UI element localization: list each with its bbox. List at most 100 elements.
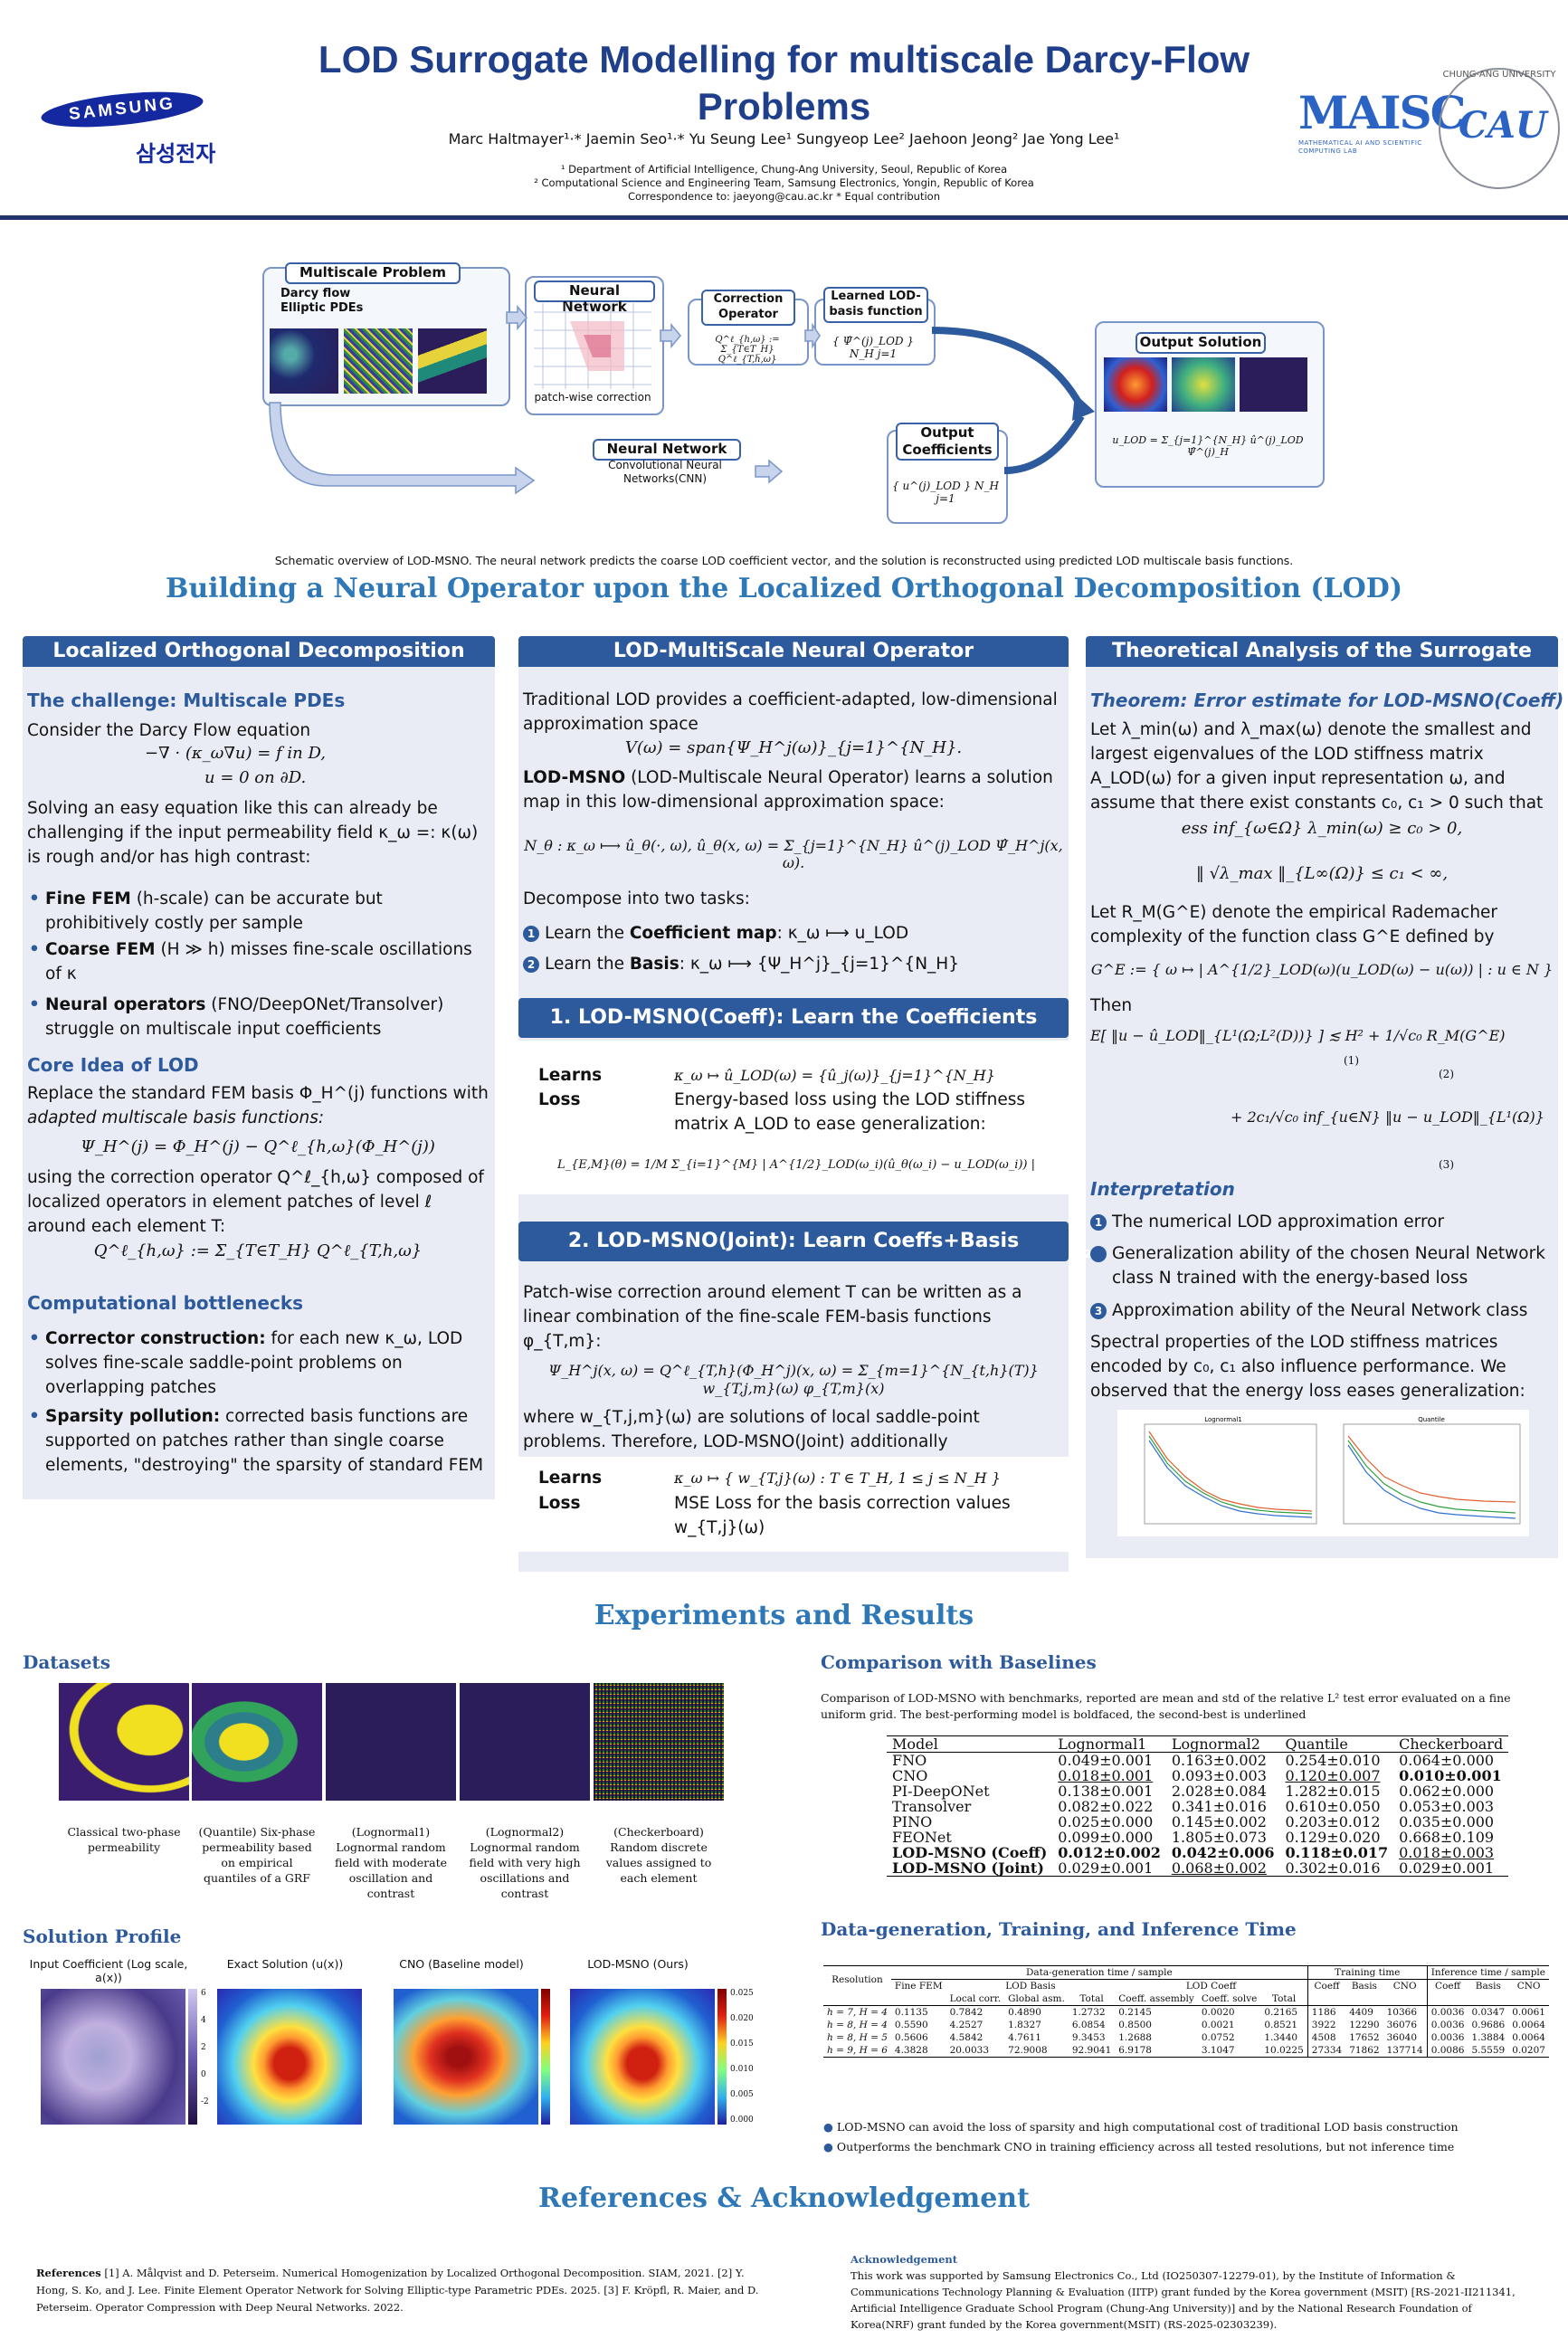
cmp-cell: 0.068±0.002 bbox=[1171, 1859, 1267, 1877]
profile-label-exact: Exact Solution (u(x)) bbox=[226, 1957, 344, 1971]
cmp-cell: 0.064±0.000 bbox=[1399, 1752, 1495, 1769]
cmp-cell: 2.028±0.084 bbox=[1171, 1783, 1267, 1800]
timing-col-inf-coeff: Coeff bbox=[1435, 1981, 1461, 1992]
profile-label-cno: CNO (Baseline model) bbox=[399, 1957, 524, 1971]
colorbar-cno bbox=[541, 1989, 550, 2125]
timing-cell: 20.0033 bbox=[949, 2045, 989, 2056]
timing-col-train-basis: Basis bbox=[1351, 1981, 1377, 1992]
cbar1-tick-1: 4 bbox=[201, 2016, 206, 2025]
timing-title: Data-generation, Training, and Inference… bbox=[821, 1918, 1297, 1940]
comparison-table: Model Lognormal1 Lognormal2 Quantile Che… bbox=[887, 1735, 1509, 1877]
solution-image-2 bbox=[1172, 357, 1235, 412]
dataset-image-twophase bbox=[59, 1683, 189, 1801]
timing-resolution: h = 8, H = 5 bbox=[827, 2032, 888, 2043]
timing-cell: 0.0752 bbox=[1201, 2032, 1235, 2043]
timing-resolution: h = 8, H = 4 bbox=[827, 2020, 888, 2030]
timing-cell: 4409 bbox=[1349, 2007, 1373, 2018]
profile-image-input bbox=[41, 1989, 185, 2125]
poster-title: LOD Surrogate Modelling for multiscale D… bbox=[318, 38, 1250, 128]
timing-cell: 1.2732 bbox=[1071, 2007, 1106, 2018]
brace-label-2: (2) bbox=[1439, 1068, 1454, 1080]
coeff-learns-label: Learns bbox=[538, 1066, 603, 1085]
cmp-col-checkerboard: Checkerboard bbox=[1399, 1735, 1504, 1753]
cmp-cell: 0.118±0.017 bbox=[1285, 1844, 1389, 1861]
timing-cell: 0.0064 bbox=[1512, 2032, 1545, 2043]
cmp-cell: 0.049±0.001 bbox=[1058, 1752, 1154, 1769]
joint-learns-value: κ_ω ↦ { w_{T,j}(ω) : T ∈ T_H, 1 ≤ j ≤ N_… bbox=[674, 1469, 1001, 1487]
profile-label-lodmsno: LOD-MSNO (Ours) bbox=[587, 1957, 689, 1971]
timing-cell: 10.0225 bbox=[1260, 2044, 1308, 2058]
section-title-references: References & Acknowledgement bbox=[538, 2182, 1030, 2214]
timing-col-train-coeff: Coeff bbox=[1314, 1981, 1340, 1992]
section-title-experiments: Experiments and Results bbox=[594, 1600, 974, 1631]
learned-basis-formula: { Ψ̂^(j)_LOD } N_H j=1 bbox=[832, 335, 914, 360]
patch-grid-diagram bbox=[534, 303, 651, 389]
col3-panel bbox=[1086, 667, 1558, 1558]
cmp-col-lognormal2: Lognormal2 bbox=[1171, 1735, 1260, 1753]
cmp-cell: 0.018±0.001 bbox=[1058, 1767, 1154, 1784]
timing-col-lodbasis: LOD Basis bbox=[1005, 1981, 1056, 1992]
cmp-cell: 0.129±0.020 bbox=[1285, 1829, 1381, 1846]
learned-basis-title: Learned LOD-basis function bbox=[823, 287, 928, 323]
challenge-bullet-1: Fine FEM (h-scale) can be accurate but p… bbox=[29, 887, 489, 936]
output-coeff-title: Output Coefficients bbox=[896, 423, 999, 461]
acknowledgement: Acknowledgement This work was supported … bbox=[851, 2251, 1538, 2333]
nn-top-title: Neural Network bbox=[534, 280, 655, 315]
theorem-eq2: ‖ √λ_max ‖_{L∞(Ω)} ≤ c₁ < ∞, bbox=[1195, 864, 1449, 883]
darcy-eq2: u = 0 on ∂D. bbox=[204, 768, 307, 787]
timing-cell: 36040 bbox=[1383, 2031, 1428, 2044]
cbar1-tick-3: 0 bbox=[201, 2070, 206, 2079]
col1-header: Localized Orthogonal Decomposition bbox=[23, 636, 495, 667]
cmp-model-name: LOD-MSNO (Coeff) bbox=[892, 1844, 1048, 1861]
energy-loss-plots-svg: Lognormal1 Quantile bbox=[1144, 1416, 1521, 1525]
timing-cell: 27334 bbox=[1311, 2045, 1343, 2056]
decompose-text: Decompose into two tasks: bbox=[523, 889, 750, 908]
acknowledgement-text: This work was supported by Samsung Elect… bbox=[851, 2269, 1516, 2331]
cmp-model-name: PINO bbox=[892, 1813, 933, 1830]
cbar1-tick-2: 2 bbox=[201, 2043, 206, 2052]
theorem-text1: Let λ_min(ω) and λ_max(ω) denote the sma… bbox=[1090, 720, 1544, 813]
theorem-title: Theorem: Error estimate for LOD-MSNO(Coe… bbox=[1090, 689, 1564, 711]
joint-learns-box bbox=[518, 1457, 1069, 1552]
timing-cell: 4.5842 bbox=[949, 2032, 984, 2043]
comparison-title: Comparison with Baselines bbox=[821, 1651, 1097, 1673]
coeff-loss-label: Loss bbox=[538, 1090, 581, 1109]
timing-sub-total2: Total bbox=[1260, 1992, 1308, 2006]
cmp-cell: 0.203±0.012 bbox=[1285, 1813, 1381, 1830]
timing-cell: 6.9178 bbox=[1118, 2045, 1152, 2056]
lodmsno-map-eq: N_θ : κ_ω ⟼ û_θ(·, ω), û_θ(x, ω) = Σ_{j=… bbox=[524, 837, 1063, 871]
cbar2-tick-5: 0.000 bbox=[730, 2116, 754, 2125]
timing-cell: 0.8500 bbox=[1118, 2020, 1152, 2030]
timing-cell: 0.0061 bbox=[1512, 2007, 1545, 2018]
cmp-cell: 1.805±0.073 bbox=[1171, 1829, 1267, 1846]
cmp-cell: 0.029±0.001 bbox=[1399, 1859, 1495, 1877]
timing-cell: 0.5606 bbox=[894, 2032, 928, 2043]
bottleneck-title: Computational bottlenecks bbox=[27, 1292, 304, 1314]
cmp-cell: 0.012±0.002 bbox=[1058, 1844, 1161, 1861]
correction-operator-title: Correction Operator bbox=[701, 290, 795, 326]
timing-bullets: ● LOD-MSNO can avoid the loss of sparsit… bbox=[823, 2117, 1547, 2157]
theorem-eq4: E[ ‖u − û_LOD‖_{L¹(Ω;L²(D))} ] ≲ H² + 1/… bbox=[1090, 1027, 1506, 1044]
cmp-cell: 0.138±0.001 bbox=[1058, 1783, 1154, 1800]
col3-header: Theoretical Analysis of the Surrogate bbox=[1086, 636, 1558, 667]
timing-cell: 0.0086 bbox=[1430, 2045, 1465, 2056]
solution-image-1 bbox=[1104, 357, 1167, 412]
permeability-image-1 bbox=[270, 328, 338, 394]
cmp-model-name: CNO bbox=[892, 1767, 928, 1784]
timing-cell: 4.2527 bbox=[949, 2020, 984, 2030]
challenge-bullet-2: Coarse FEM (H ≫ h) misses fine-scale osc… bbox=[29, 937, 489, 986]
timing-cell: 0.7842 bbox=[949, 2007, 984, 2018]
author-list: Marc Haltmayer¹·* Jaemin Seo¹·* Yu Seung… bbox=[448, 130, 1120, 147]
cmp-col-model: Model bbox=[892, 1735, 938, 1753]
cmp-cell: 0.145±0.002 bbox=[1171, 1813, 1267, 1830]
timing-bullet-1: ● LOD-MSNO can avoid the loss of sparsit… bbox=[823, 2120, 1459, 2134]
timing-sub-coeffasm: Coeff. assembly bbox=[1118, 1993, 1194, 2004]
multiscale-problem-title: Multiscale Problem bbox=[285, 262, 461, 284]
timing-cell: 4508 bbox=[1311, 2032, 1336, 2043]
